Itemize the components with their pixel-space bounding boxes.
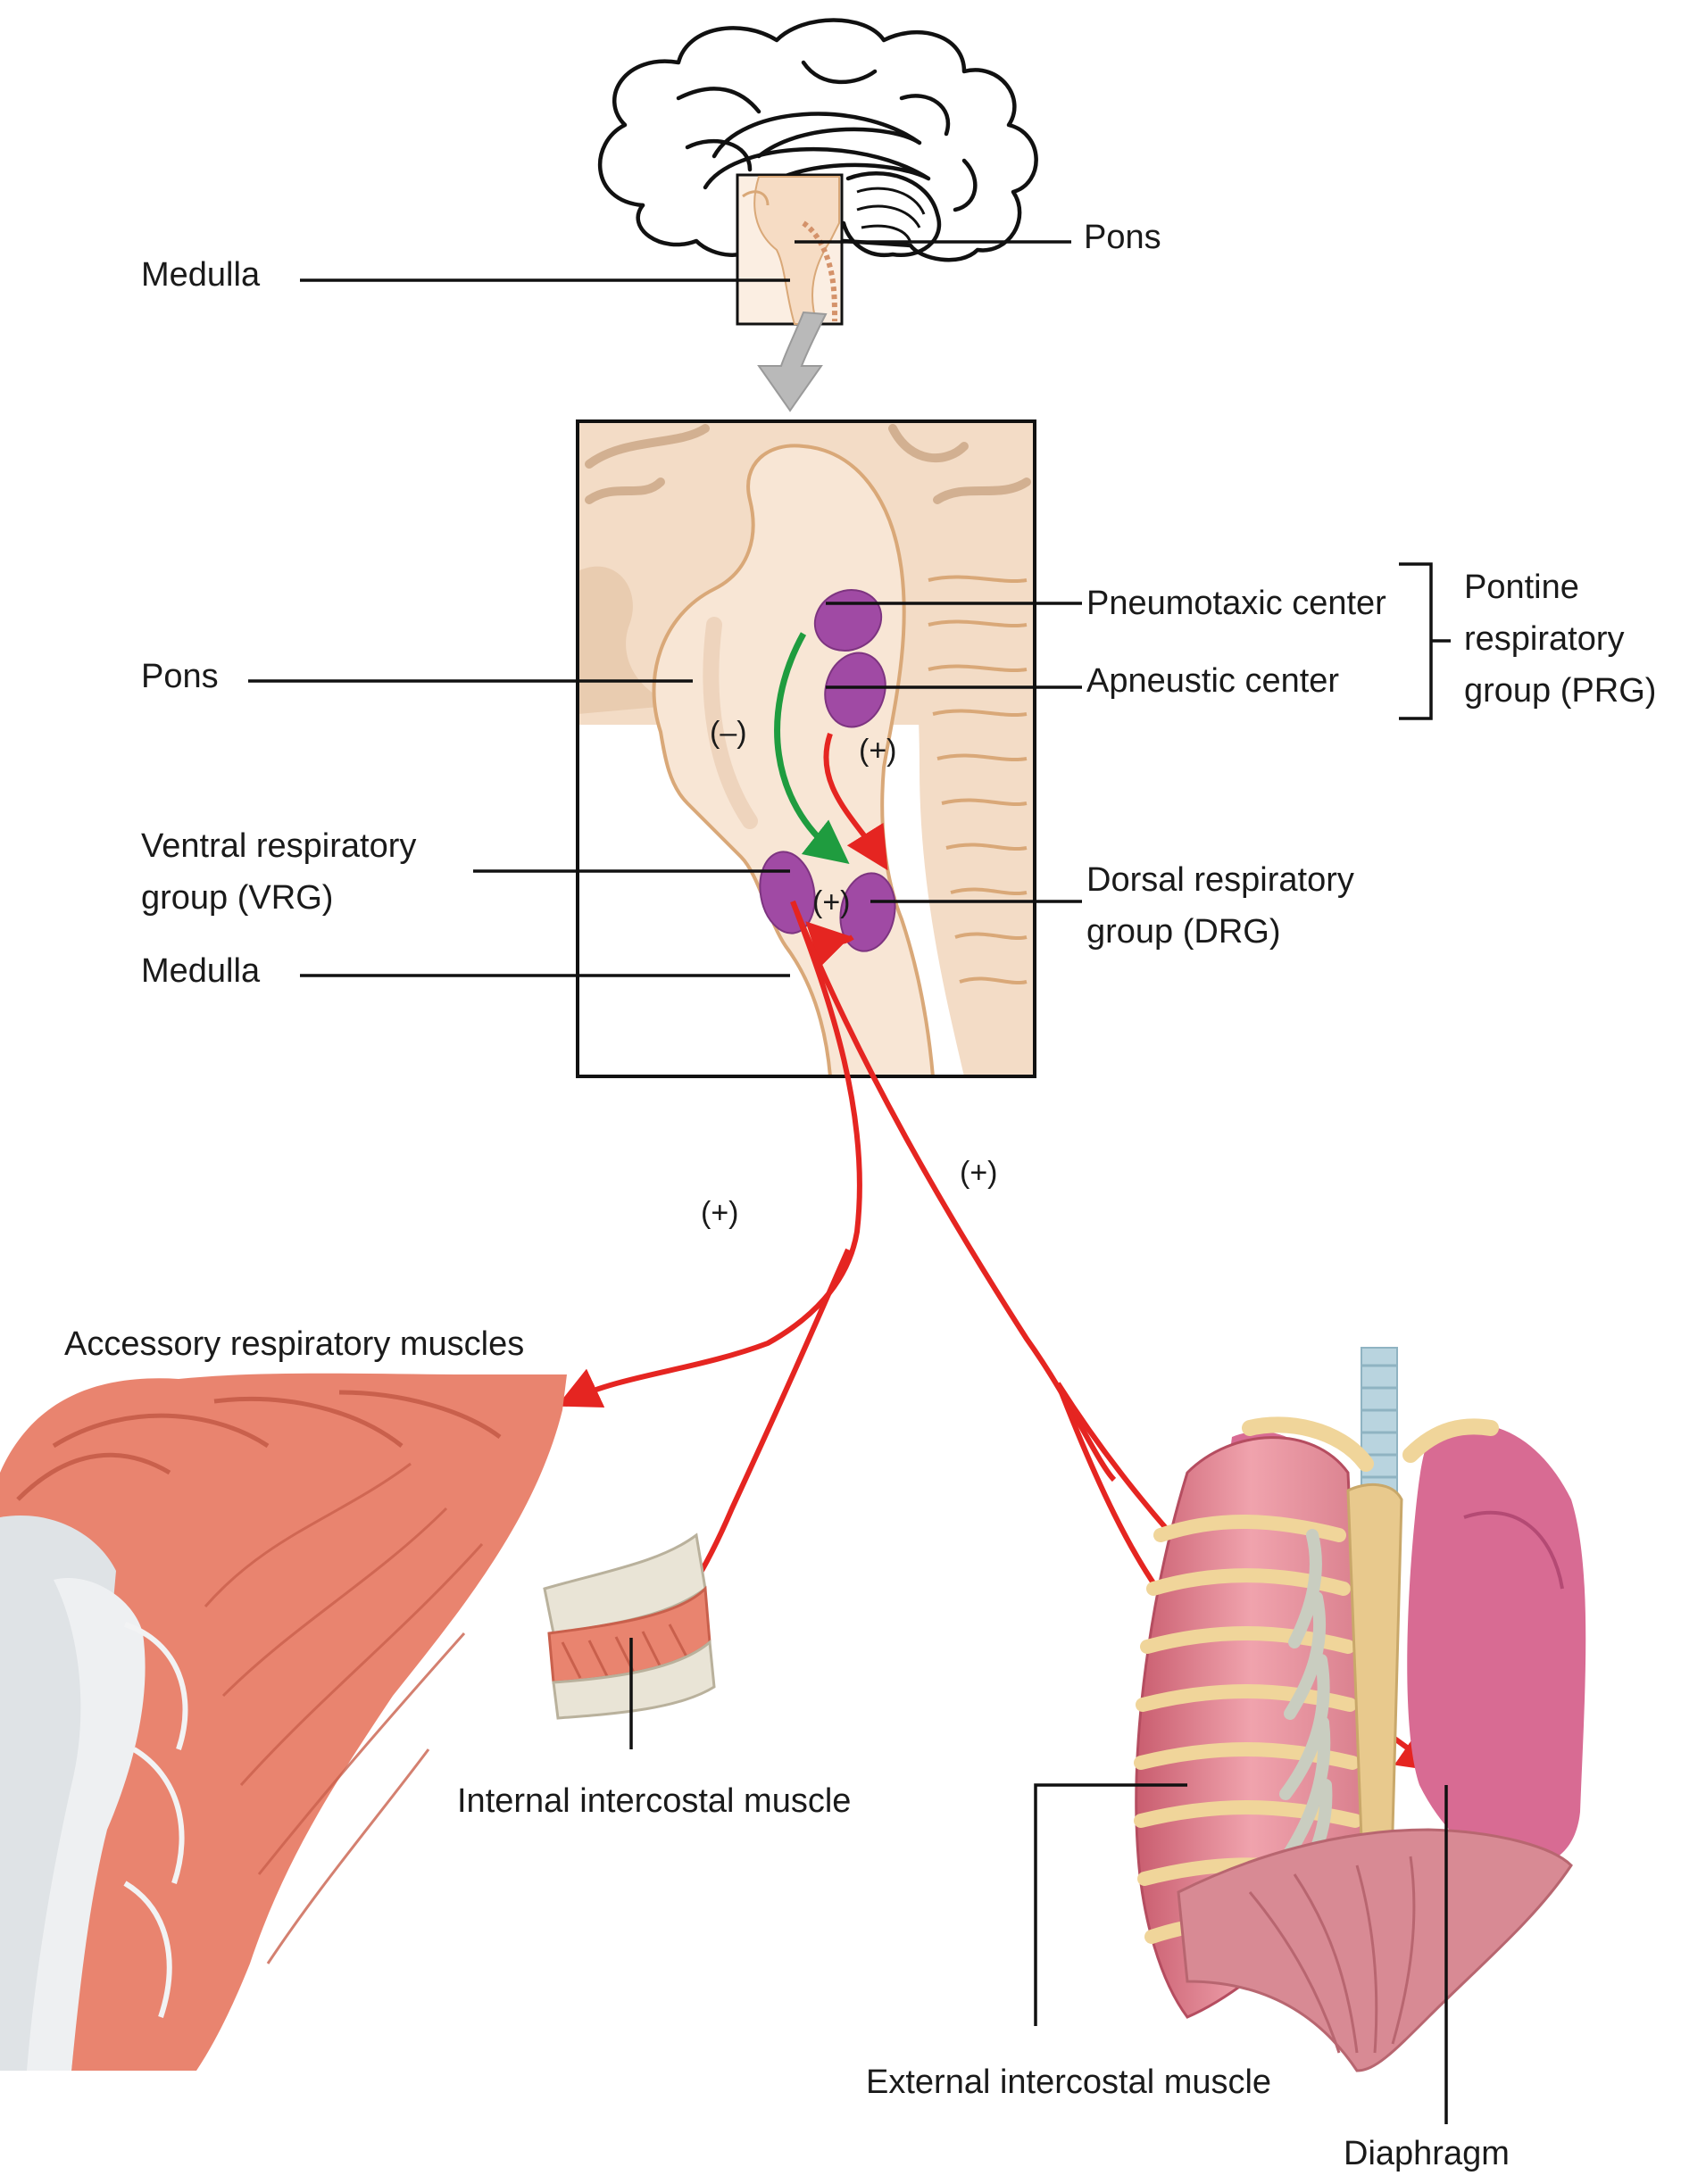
excite-left-sign: (+) xyxy=(701,1196,739,1230)
rib-cage-illustration xyxy=(1134,1347,1586,2072)
accessory-label: Accessory respiratory muscles xyxy=(64,1325,524,1363)
brain-sagittal-outline xyxy=(597,18,1038,262)
brainstem-detail-panel xyxy=(576,419,1036,1078)
apneustic-center xyxy=(824,652,886,728)
apneustic-excite-arrow xyxy=(823,733,888,871)
top-medulla-label: Medulla xyxy=(141,256,261,294)
inhibit-sign: (–) xyxy=(710,716,747,750)
zoom-arrow-icon xyxy=(757,311,828,412)
vrg-excite-sign: (+) xyxy=(812,885,851,919)
excite-right-sign: (+) xyxy=(960,1156,998,1190)
prg-bracket xyxy=(1399,562,1451,720)
pons-label: Pons xyxy=(141,658,219,695)
drg-label-line2: group (DRG) xyxy=(1086,913,1281,951)
prg-label-line2: respiratory xyxy=(1464,620,1625,658)
diaphragm-label: Diaphragm xyxy=(1344,2135,1510,2172)
vrg-label-line2: group (VRG) xyxy=(141,879,333,917)
internal-intercostal-illustration xyxy=(543,1532,716,1720)
medulla-label: Medulla xyxy=(141,952,261,990)
apneustic-label: Apneustic center xyxy=(1086,662,1339,700)
prg-label-line3: group (PRG) xyxy=(1464,672,1656,710)
external-leader xyxy=(1034,1783,1187,2026)
external-label: External intercostal muscle xyxy=(866,2064,1271,2101)
drg-to-vrg-arrow xyxy=(805,921,854,967)
prg-label-line1: Pontine xyxy=(1464,569,1579,606)
top-pons-label: Pons xyxy=(1084,219,1161,256)
pneumotaxic-label: Pneumotaxic center xyxy=(1086,585,1386,622)
apneustic-excite-sign: (+) xyxy=(859,734,897,768)
drg-label-line1: Dorsal respiratory xyxy=(1086,861,1354,899)
internal-label: Internal intercostal muscle xyxy=(457,1782,851,1820)
inhibit-arrow xyxy=(774,632,850,864)
vrg-label-line1: Ventral respiratory xyxy=(141,827,416,865)
pneumotaxic-center xyxy=(813,589,883,652)
brainstem-zoom-box xyxy=(736,173,844,326)
cerebellum-folia xyxy=(893,514,1035,1076)
accessory-muscles-illustration xyxy=(0,1373,567,2071)
drg-center xyxy=(839,872,896,952)
